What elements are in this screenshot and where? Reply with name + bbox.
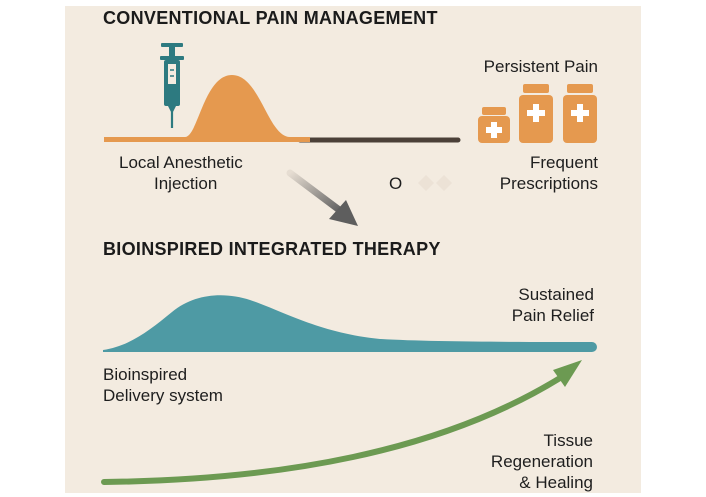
prescriptions-label-line1: Frequent: [529, 153, 598, 172]
sustained-relief-label: Sustained Pain Relief: [512, 284, 594, 326]
prescriptions-label-line2: Prescriptions: [499, 174, 598, 193]
injection-label: Local Anesthetic Injection: [119, 152, 243, 194]
sustained-relief-label-line1: Sustained: [518, 285, 594, 304]
injection-label-line2: Injection: [154, 174, 218, 193]
pill-bottle-icon: [563, 84, 597, 143]
stray-mark: O: [389, 174, 403, 193]
conventional-heading: CONVENTIONAL PAIN MANAGEMENT: [103, 8, 438, 28]
prescriptions-label: Frequent Prescriptions: [500, 152, 598, 194]
bioinspired-heading: BIOINSPIRED INTEGRATED THERAPY: [103, 239, 441, 259]
tissue-regeneration-label: Tissue Regeneration & Healing: [491, 430, 593, 493]
pill-bottle-icon: [519, 84, 553, 143]
sustained-relief-curve: [103, 295, 597, 352]
anesthetic-effect-curve: [104, 75, 310, 142]
tissue-regeneration-label-line3: & Healing: [519, 473, 593, 492]
injection-label-line1: Local Anesthetic: [119, 153, 243, 172]
sustained-relief-label-line2: Pain Relief: [511, 306, 594, 325]
tissue-regeneration-label-line1: Tissue: [543, 431, 593, 450]
delivery-system-label: Bioinspired Delivery system: [103, 364, 223, 406]
pill-bottle-icon: [478, 107, 510, 143]
tissue-regeneration-label-line2: Regeneration: [490, 452, 593, 471]
diagonal-arrow-icon: [286, 169, 358, 226]
decorative-diamonds: [418, 175, 452, 191]
curved-arrow-icon: [101, 360, 582, 485]
delivery-system-label-line1: Bioinspired: [103, 365, 188, 384]
persistent-pain-label: Persistent Pain: [483, 57, 598, 76]
syringe-icon: [160, 43, 184, 128]
delivery-system-label-line2: Delivery system: [103, 386, 223, 405]
